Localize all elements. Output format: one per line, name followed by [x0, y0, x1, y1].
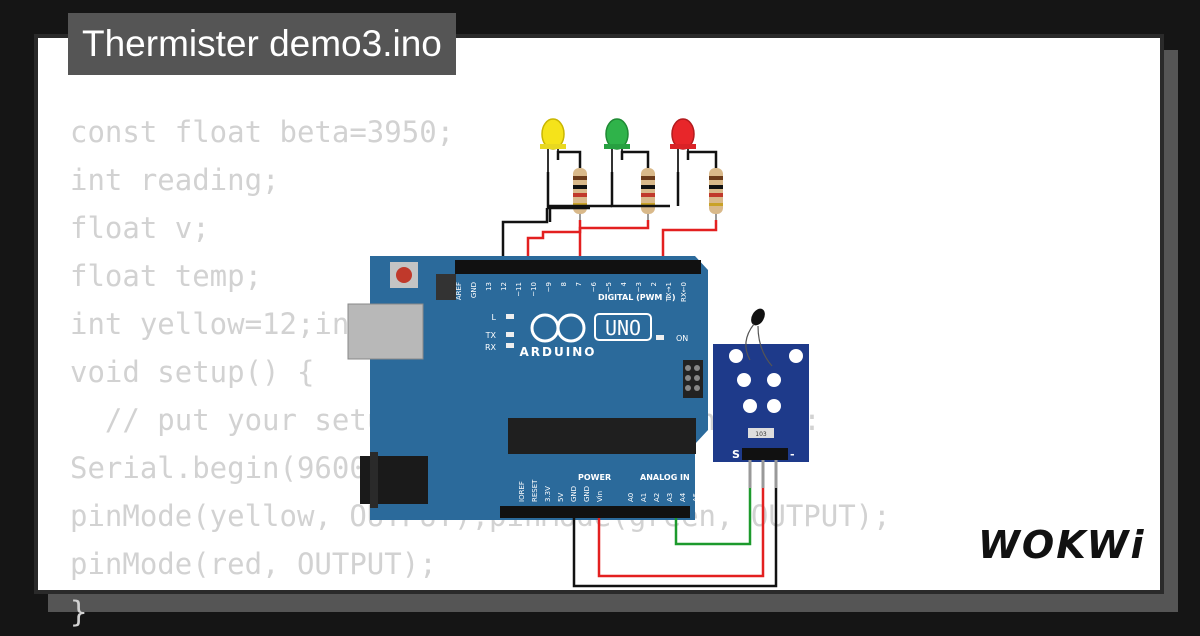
bottom-pin-labels: IOREF RESET 3.3V 5V GND GND Vin A0 A1 A2 A3 A4 A5	[518, 479, 700, 502]
wires-bottom	[572, 488, 778, 588]
bottom-pin-label: 3.3V	[544, 486, 552, 502]
bottom-pin-label: RESET	[531, 479, 539, 502]
bottom-pin-label: 5V	[557, 493, 565, 502]
top-pin-label: ~9	[545, 282, 553, 292]
digital-label: DIGITAL (PWM ~)	[598, 293, 676, 302]
top-pin-label: 13	[485, 282, 493, 291]
top-pin-label: ~5	[605, 282, 613, 292]
svg-text:L: L	[492, 313, 497, 322]
bottom-pin-label: Vin	[596, 491, 604, 502]
model-label: UNO	[605, 316, 641, 340]
circuit-diagram: UNO ARDUINO L TX RX ON DIGITAL (PWM ~) P…	[347, 118, 809, 588]
project-title[interactable]: Thermister demo3.ino	[68, 13, 456, 75]
thermistor-module[interactable]: 103 S -	[713, 306, 809, 488]
top-pin-label: ~6	[590, 281, 598, 292]
svg-text:-: -	[790, 448, 795, 461]
resistor-2[interactable]	[641, 158, 655, 220]
bottom-pin-label: IOREF	[518, 481, 526, 502]
svg-text:103: 103	[755, 431, 767, 438]
svg-text:RX: RX	[485, 343, 497, 352]
bottom-pin-label: GND	[583, 486, 591, 502]
top-pin-labels: AREF GND 13 12 ~11 ~10 ~9 8 7 ~6 ~5 4 ~3 2 TX→1 RX←0	[455, 281, 688, 302]
top-pin-label: TX→1	[665, 282, 673, 302]
atmega-chip	[508, 418, 696, 454]
code-line: int reading;	[70, 163, 280, 197]
top-pin-label: RX←0	[680, 282, 688, 302]
bottom-pin-label: A4	[679, 492, 687, 502]
analog-label: ANALOG IN	[640, 473, 690, 482]
led-red[interactable]	[670, 118, 696, 172]
top-pin-label: 2	[650, 282, 658, 286]
resistor-3[interactable]	[709, 158, 723, 220]
svg-text:ON: ON	[676, 334, 688, 343]
wires-black-top	[501, 150, 718, 265]
power-label: POWER	[578, 473, 611, 482]
top-pin-label: ~3	[635, 282, 643, 292]
code-line: pinMode(red, OUTPUT);	[70, 547, 437, 581]
top-pin-label: ~11	[515, 282, 523, 297]
bottom-pin-label: A2	[653, 493, 661, 502]
arduino-uno-board[interactable]: UNO ARDUINO L TX RX ON DIGITAL (PWM ~) P…	[347, 256, 708, 520]
top-pin-label: 12	[500, 282, 508, 291]
top-pin-label: GND	[470, 282, 478, 298]
wires-red-top	[526, 220, 718, 265]
code-line: const float beta=3950;	[70, 115, 455, 149]
resistor-1[interactable]	[573, 158, 587, 220]
wokwi-logo: WOKWi	[978, 523, 1146, 567]
top-pin-label: AREF	[455, 282, 463, 300]
code-line: }	[70, 595, 88, 629]
bottom-pin-label: A5	[692, 493, 700, 502]
bottom-pin-label: A0	[627, 493, 635, 502]
top-pin-label: 7	[575, 282, 583, 286]
led-green[interactable]	[604, 118, 630, 172]
svg-text:S: S	[732, 448, 740, 461]
brand-label: ARDUINO	[520, 345, 597, 359]
led-yellow[interactable]	[540, 118, 566, 172]
svg-text:TX: TX	[485, 331, 497, 340]
led-l-indicator	[506, 314, 514, 319]
led-on-indicator	[656, 335, 664, 340]
code-line: void setup() {	[70, 355, 315, 389]
top-pin-label: 4	[620, 281, 628, 286]
bottom-pin-label: A1	[640, 493, 648, 502]
code-line: float temp;	[70, 259, 263, 293]
code-line: float v;	[70, 211, 210, 245]
power-analog-header	[500, 506, 690, 518]
top-pin-label: ~10	[530, 282, 538, 297]
digital-header	[455, 260, 701, 274]
bottom-pin-label: GND	[570, 486, 578, 502]
bottom-pin-label: A3	[666, 493, 674, 502]
top-pin-label: 8	[560, 282, 568, 286]
code-line: Serial.begin(9600);	[70, 451, 402, 485]
